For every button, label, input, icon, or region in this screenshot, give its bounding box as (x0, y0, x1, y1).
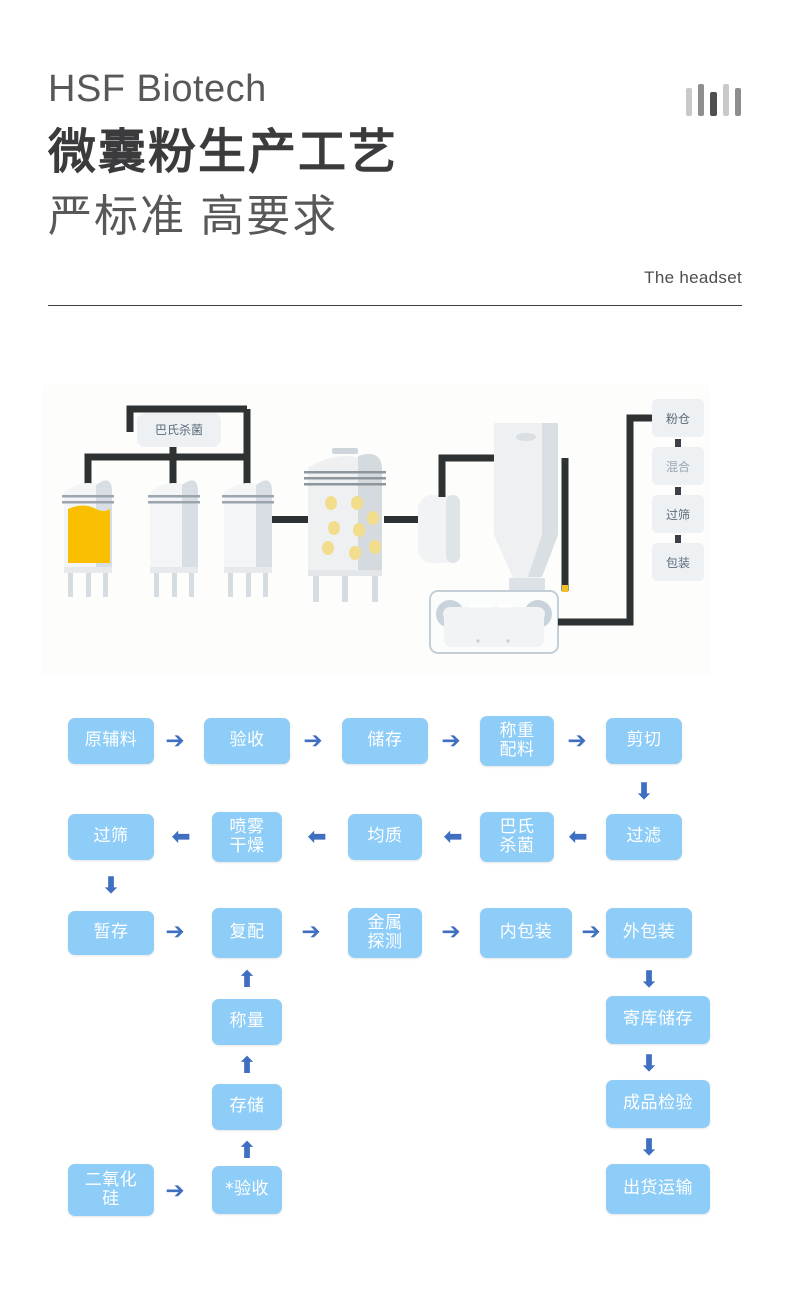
flow-node-reformulation[interactable]: 复配 (212, 908, 282, 958)
arrow-down-icon: ⬇ (634, 778, 654, 805)
svg-text:粉仓: 粉仓 (666, 412, 690, 426)
arrow-right-icon: ➔ (581, 918, 601, 945)
flow-node-warehouse-storage[interactable]: 寄库储存 (606, 996, 710, 1044)
logo-bar-5 (735, 88, 741, 116)
process-flowchart: 原辅料 ➔ 验收 ➔ 储存 ➔ 称重 配料 ➔ 剪切 ⬇ 过滤 ⬅ 巴氏 杀菌 … (0, 700, 790, 1260)
logo-bar-2 (698, 84, 704, 116)
arrow-right-icon: ➔ (165, 727, 185, 754)
right-stack-item-4: 包装 (652, 543, 704, 581)
logo-bar-1 (686, 88, 692, 116)
flow-node-pasteurization[interactable]: 巴氏 杀菌 (480, 812, 554, 862)
flow-node-weighing-batching[interactable]: 称重 配料 (480, 716, 554, 766)
flow-node-temp-storage[interactable]: 暂存 (68, 911, 154, 955)
arrow-left-icon: ⬅ (171, 823, 191, 850)
arrow-down-icon: ⬇ (639, 1134, 659, 1161)
arrow-right-icon: ➔ (165, 918, 185, 945)
svg-text:巴氏杀菌: 巴氏杀菌 (155, 422, 203, 437)
flow-node-store[interactable]: 存储 (212, 1084, 282, 1130)
arrow-up-icon: ⬆ (237, 966, 257, 993)
flow-node-filtration[interactable]: 过滤 (606, 814, 682, 860)
logo-bar-3 (710, 92, 717, 116)
arrow-right-icon: ➔ (301, 918, 321, 945)
arrow-left-icon: ⬅ (568, 823, 588, 850)
reactor-tank (304, 448, 386, 602)
flow-node-weighing[interactable]: 称量 (212, 999, 282, 1045)
page-title: 微囊粉生产工艺 (48, 126, 399, 179)
flow-node-silica[interactable]: 二氧化 硅 (68, 1164, 154, 1216)
logo-bar-4 (723, 84, 729, 116)
flow-node-outer-packaging[interactable]: 外包装 (606, 908, 692, 958)
svg-text:包装: 包装 (666, 556, 690, 570)
page-header: HSF Biotech 微囊粉生产工艺 严标准 高要求 The headset (48, 60, 742, 310)
pump-unit (418, 495, 460, 563)
header-divider (48, 305, 742, 306)
svg-text:混合: 混合 (666, 459, 690, 474)
flow-node-acceptance-starred[interactable]: *验收 (212, 1166, 282, 1214)
production-line-illustration: 巴氏杀菌 (42, 385, 710, 675)
flow-node-sieving[interactable]: 过筛 (68, 814, 154, 860)
flow-node-inner-packaging[interactable]: 内包装 (480, 908, 572, 958)
flow-node-shipping[interactable]: 出货运输 (606, 1164, 710, 1214)
flow-node-metal-detection[interactable]: 金属 探测 (348, 908, 422, 958)
flow-node-homogenization[interactable]: 均质 (348, 814, 422, 860)
flow-node-spray-drying[interactable]: 喷雾 干燥 (212, 812, 282, 862)
flow-node-finished-inspection[interactable]: 成品检验 (606, 1080, 710, 1128)
arrow-right-icon: ➔ (441, 918, 461, 945)
right-stack-item-1: 粉仓 (652, 399, 704, 437)
arrow-right-icon: ➔ (165, 1177, 185, 1204)
flow-node-storage[interactable]: 储存 (342, 718, 428, 764)
arrow-right-icon: ➔ (441, 727, 461, 754)
tank-2 (148, 480, 200, 597)
arrow-down-icon: ⬇ (639, 966, 659, 993)
arrow-right-icon: ➔ (303, 727, 323, 754)
arrow-down-icon: ⬇ (639, 1050, 659, 1077)
flow-node-shearing[interactable]: 剪切 (606, 718, 682, 764)
page-subtitle: 严标准 高要求 (48, 192, 339, 242)
brand-name: HSF Biotech (48, 68, 267, 110)
arrow-up-icon: ⬆ (237, 1137, 257, 1164)
right-stack-item-3: 过筛 (652, 495, 704, 533)
sound-bars-logo-icon (686, 80, 742, 120)
tank-3 (222, 480, 274, 597)
tank-liquid (62, 480, 114, 597)
packaging-machine (429, 590, 559, 654)
arrow-down-icon: ⬇ (101, 872, 121, 899)
arrow-left-icon: ⬅ (307, 823, 327, 850)
header-tagline: The headset (644, 268, 742, 287)
flow-node-acceptance[interactable]: 验收 (204, 718, 290, 764)
right-stack-item-2: 混合 (652, 447, 704, 485)
arrow-left-icon: ⬅ (443, 823, 463, 850)
arrow-up-icon: ⬆ (237, 1052, 257, 1079)
pasteurizer-tag: 巴氏杀菌 (137, 413, 221, 447)
svg-text:过筛: 过筛 (666, 507, 690, 522)
flow-node-raw-materials[interactable]: 原辅料 (68, 718, 154, 764)
arrow-right-icon: ➔ (567, 727, 587, 754)
